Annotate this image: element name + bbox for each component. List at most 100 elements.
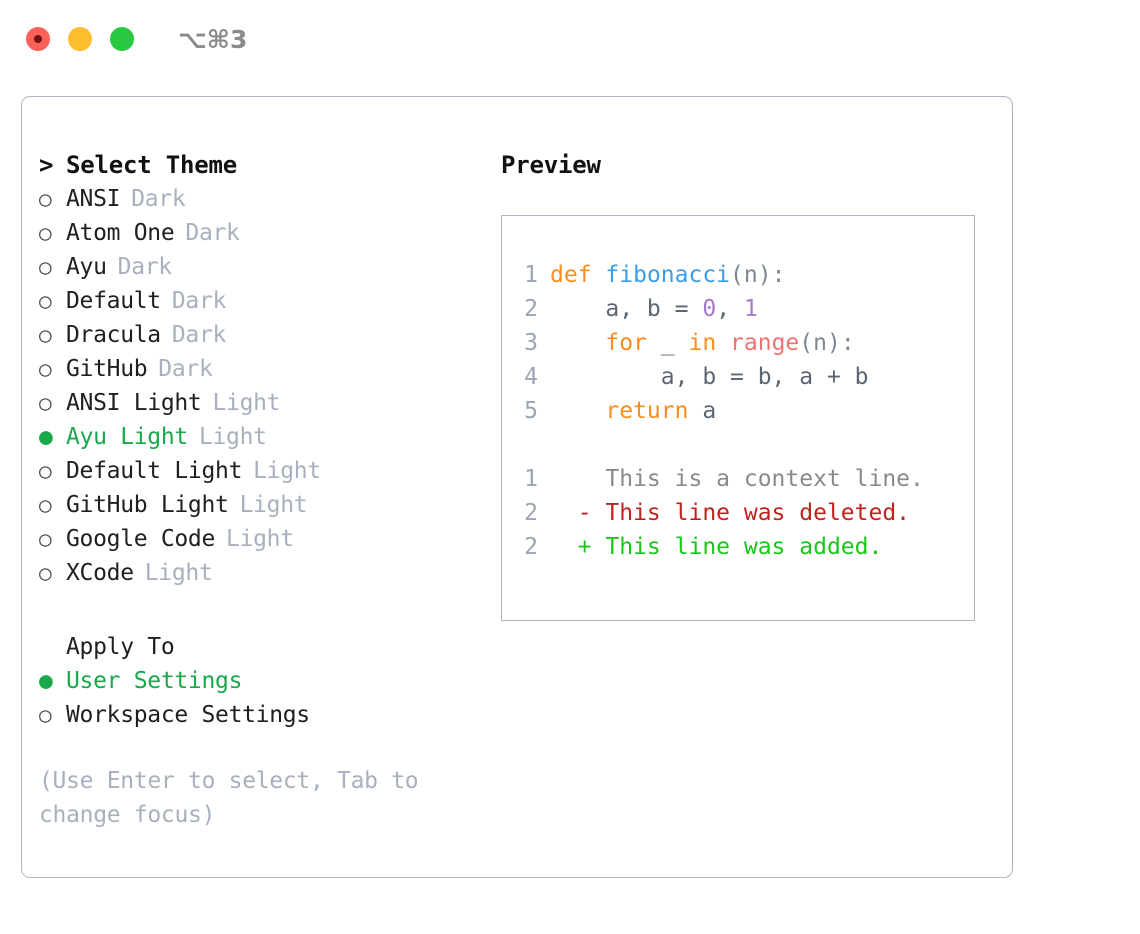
theme-variant-tag: Light: [212, 390, 281, 416]
apply-to-title: Apply To: [66, 634, 175, 660]
theme-variant-tag: Light: [144, 560, 213, 586]
theme-name-label: GitHub: [66, 356, 148, 382]
radio-unselected-icon[interactable]: ○: [39, 493, 52, 517]
radio-unselected-icon[interactable]: ○: [39, 561, 52, 585]
apply-to-option[interactable]: ● User Settings: [39, 664, 489, 698]
code-token: 0: [702, 296, 717, 322]
radio-unselected-icon[interactable]: ○: [39, 391, 52, 415]
theme-list-item[interactable]: ○ Default Light Light: [39, 454, 489, 488]
code-line-number: 1: [524, 262, 538, 288]
theme-name-label: Default: [66, 288, 161, 314]
theme-name-label: Ayu Light: [66, 424, 188, 450]
radio-selected-icon[interactable]: ●: [39, 424, 53, 450]
theme-variant-tag: Dark: [117, 254, 173, 280]
radio-unselected-icon[interactable]: ○: [39, 459, 52, 483]
theme-variant-tag: Dark: [131, 186, 186, 212]
code-line-number: 4: [524, 364, 538, 390]
code-line: 4 a, b = b, a + b: [516, 360, 924, 394]
close-window-button[interactable]: [26, 27, 50, 51]
select-theme-header: > Select Theme: [39, 148, 489, 182]
code-token: for: [605, 330, 647, 356]
theme-list-item[interactable]: ○ GitHub Dark: [39, 352, 489, 386]
code-line-number: 3: [524, 330, 538, 356]
radio-unselected-icon[interactable]: ○: [39, 703, 52, 727]
theme-variant-tag: Light: [253, 458, 321, 484]
apply-to-option-label: User Settings: [66, 668, 243, 694]
section-spacer: [39, 590, 489, 630]
theme-variant-tag: Light: [239, 492, 308, 518]
diff-line: 1 This is a context line.: [516, 462, 924, 496]
code-line-number: 5: [524, 398, 538, 424]
code-token: (n):: [730, 262, 786, 288]
code-token: a: [688, 398, 717, 424]
radio-selected-icon[interactable]: ●: [39, 668, 53, 694]
radio-unselected-icon[interactable]: ○: [39, 527, 52, 551]
radio-unselected-icon[interactable]: ○: [39, 323, 52, 347]
theme-list-item[interactable]: ○ ANSI Light Light: [39, 386, 489, 420]
radio-unselected-icon[interactable]: ○: [39, 255, 52, 279]
diff-line-number: 1: [524, 466, 538, 492]
radio-unselected-icon[interactable]: ○: [39, 357, 52, 381]
theme-name-label: GitHub Light: [66, 492, 229, 518]
code-blank-line: [516, 428, 924, 462]
traffic-light-group: [26, 27, 134, 51]
diff-line: 2 - This line was deleted.: [516, 496, 924, 530]
apply-to-option[interactable]: ○ Workspace Settings: [39, 698, 489, 732]
theme-list-item[interactable]: ○ XCode Light: [39, 556, 489, 590]
title-bar: ⌥⌘3: [0, 0, 1140, 78]
theme-name-label: Dracula: [66, 322, 161, 348]
theme-name-label: ANSI Light: [66, 390, 202, 416]
theme-list-item[interactable]: ○ GitHub Light Light: [39, 488, 489, 522]
code-line: 2 a, b = 0, 1: [516, 292, 924, 326]
radio-unselected-icon[interactable]: ○: [39, 289, 52, 313]
theme-list-item[interactable]: ○ Default Dark: [39, 284, 489, 318]
keyboard-shortcut-label: ⌥⌘3: [178, 24, 248, 54]
code-line: 5 return a: [516, 394, 924, 428]
theme-list-item[interactable]: ○ ANSI Dark: [39, 182, 489, 216]
select-theme-header-label: Select Theme: [66, 151, 237, 179]
diff-sign: -: [550, 500, 606, 526]
maximize-window-button[interactable]: [110, 27, 134, 51]
code-token: return: [605, 398, 689, 424]
diff-line-text: This line was deleted.: [605, 500, 911, 526]
code-token: _: [646, 330, 689, 356]
code-line-number: 2: [524, 296, 538, 322]
minimize-window-button[interactable]: [68, 27, 92, 51]
radio-unselected-icon[interactable]: ○: [39, 221, 52, 245]
code-token: in: [688, 330, 717, 356]
theme-variant-tag: Dark: [171, 288, 227, 314]
keyboard-hint-text: (Use Enter to select, Tab to change focu…: [39, 768, 419, 828]
code-token: range: [730, 330, 800, 356]
code-token: (n):: [799, 330, 855, 356]
code-token: fibonacci: [605, 262, 731, 288]
code-token: [716, 330, 730, 356]
theme-variant-tag: Dark: [158, 356, 213, 382]
theme-name-label: Atom One: [66, 220, 175, 246]
theme-list-item[interactable]: ● Ayu Light Light: [39, 420, 489, 454]
theme-list-item[interactable]: ○ Ayu Dark: [39, 250, 489, 284]
theme-variant-tag: Light: [198, 424, 267, 450]
caret-icon: >: [39, 151, 54, 179]
theme-name-label: ANSI: [66, 186, 121, 212]
theme-name-label: Ayu: [66, 254, 107, 280]
apply-to-header: Apply To: [39, 630, 489, 664]
diff-line: 2 + This line was added.: [516, 530, 924, 564]
apply-to-options: ● User Settings ○ Workspace Settings: [39, 664, 489, 732]
code-token: ,: [716, 296, 744, 322]
code-token: [592, 262, 606, 288]
code-token: [550, 398, 605, 424]
code-token: [550, 330, 605, 356]
apply-to-option-label: Workspace Settings: [66, 702, 310, 728]
diff-line-number: 2: [524, 534, 538, 560]
theme-name-label: Default Light: [66, 458, 243, 484]
radio-unselected-icon[interactable]: ○: [39, 187, 52, 211]
theme-name-label: XCode: [66, 560, 134, 586]
